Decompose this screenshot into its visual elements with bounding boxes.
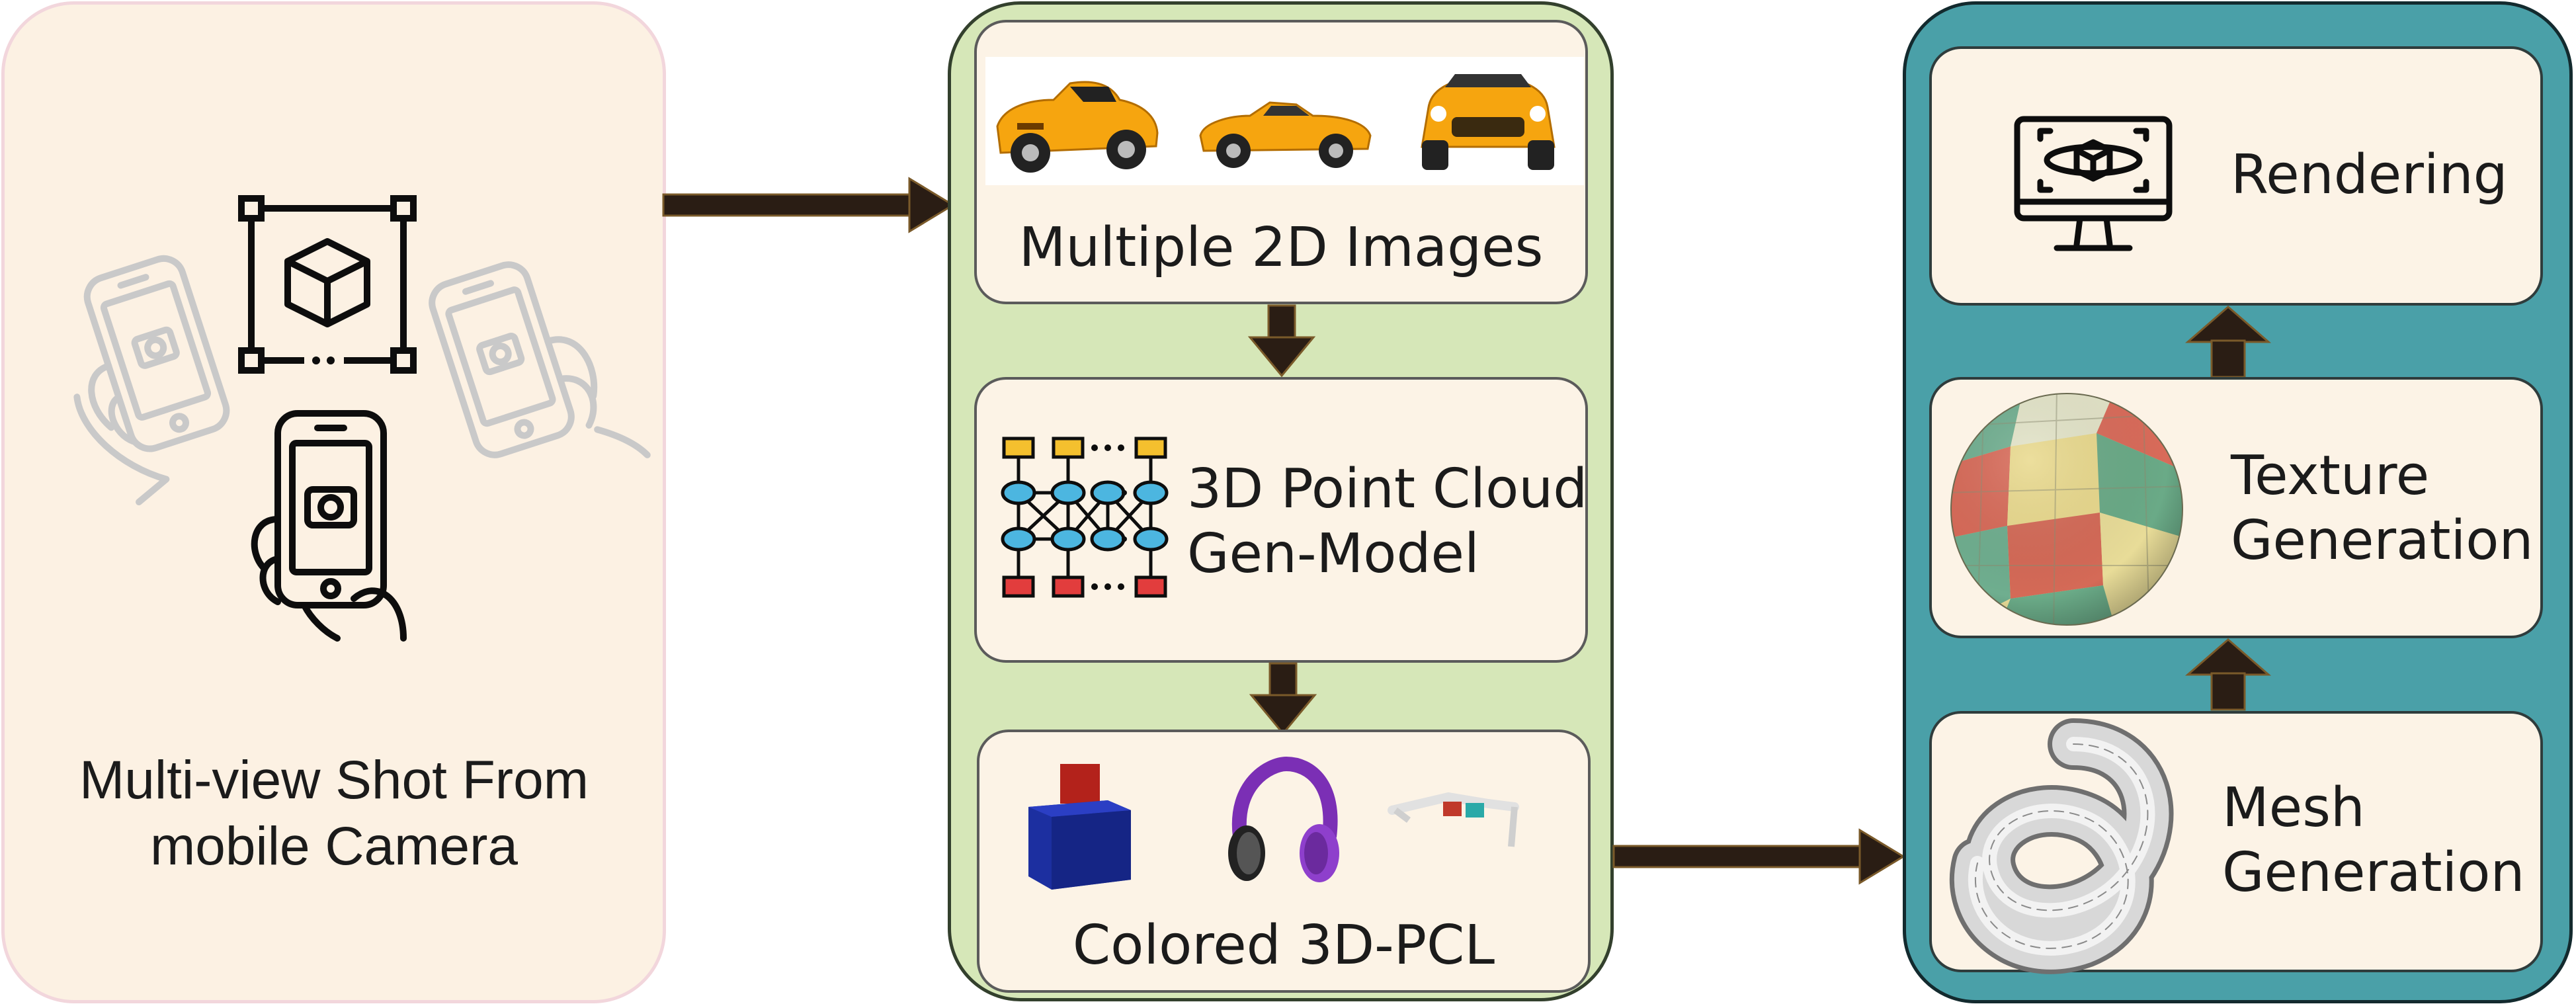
neural-network-icon [1001, 437, 1169, 598]
model-label-line2: Gen-Model [1187, 523, 1479, 585]
mesh-label-line2: Generation [2222, 841, 2525, 904]
gen-model-box [974, 377, 1588, 663]
toy-car-side-image [996, 81, 1159, 173]
images-label: Multiple 2D Images [1018, 216, 1544, 279]
capture-caption-line1: Multi-view Shot From [79, 750, 589, 810]
arrow-model-to-pcl [1249, 662, 1317, 735]
capture-panel [1, 1, 666, 1003]
mobile-camera-icon [251, 410, 407, 642]
knot-mesh-image [1949, 718, 2174, 974]
point-cloud-glasses-image [1388, 792, 1519, 847]
rendering-label: Rendering [2231, 144, 2508, 206]
point-cloud-headphones-image [1228, 756, 1339, 882]
arrow-mesh-to-texture [2184, 638, 2272, 711]
phone-in-hand-left-icon [73, 255, 230, 506]
mesh-label-line1: Mesh [2222, 776, 2365, 839]
texture-label-line1: Texture [2231, 444, 2430, 507]
rendering-box [1929, 46, 2543, 306]
pcl-label: Colored 3D-PCL [1072, 914, 1495, 977]
toy-car-front-image [1421, 74, 1556, 170]
arrow-texture-to-rendering [2184, 306, 2272, 378]
model-label-line1: 3D Point Cloud [1187, 458, 1588, 521]
cube-selection-icon [238, 195, 417, 374]
arrow-capture-to-pipeline [662, 177, 955, 233]
phone-in-hand-right-icon [429, 261, 651, 458]
arrow-pipeline-to-render [1612, 828, 1905, 885]
point-cloud-cube-image [1028, 764, 1131, 890]
toy-car-profile-image [1199, 101, 1372, 168]
textured-sphere-image [1950, 393, 2183, 626]
capture-caption-line2: mobile Camera [150, 816, 518, 876]
arrow-images-to-model [1247, 304, 1316, 378]
texture-label-line2: Generation [2231, 509, 2534, 572]
monitor-rendering-icon [2014, 116, 2173, 251]
